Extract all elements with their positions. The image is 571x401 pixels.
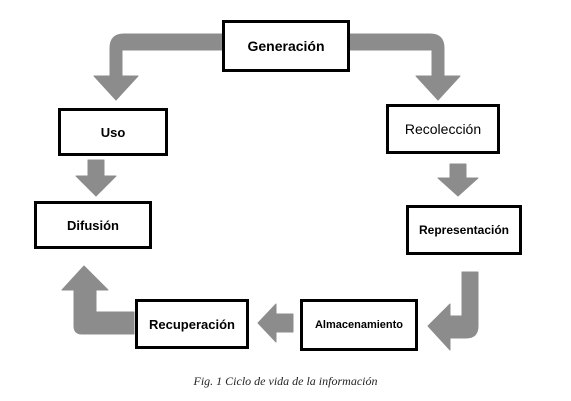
- arrow-recoleccion-representacion: [437, 163, 479, 197]
- arrow-uso-difusion: [75, 159, 117, 197]
- node-almacenamiento: Almacenamiento: [300, 299, 418, 351]
- arrow-representacion-almacenamiento: [427, 271, 479, 351]
- figure-caption: Fig. 1 Ciclo de vida de la información: [193, 374, 378, 388]
- node-uso: Uso: [58, 108, 168, 156]
- arrow-generacion-uso: [93, 33, 223, 101]
- node-representacion: Representación: [406, 205, 522, 255]
- arrow-almacenamiento-recuperacion: [257, 303, 294, 343]
- node-recuperacion: Recuperación: [135, 299, 249, 349]
- arrow-recuperacion-difusion: [61, 265, 135, 335]
- node-generacion: Generación: [222, 20, 350, 72]
- node-difusion: Difusión: [34, 201, 152, 249]
- arrow-generacion-recoleccion: [349, 33, 461, 101]
- node-recoleccion: Recolección: [386, 104, 500, 154]
